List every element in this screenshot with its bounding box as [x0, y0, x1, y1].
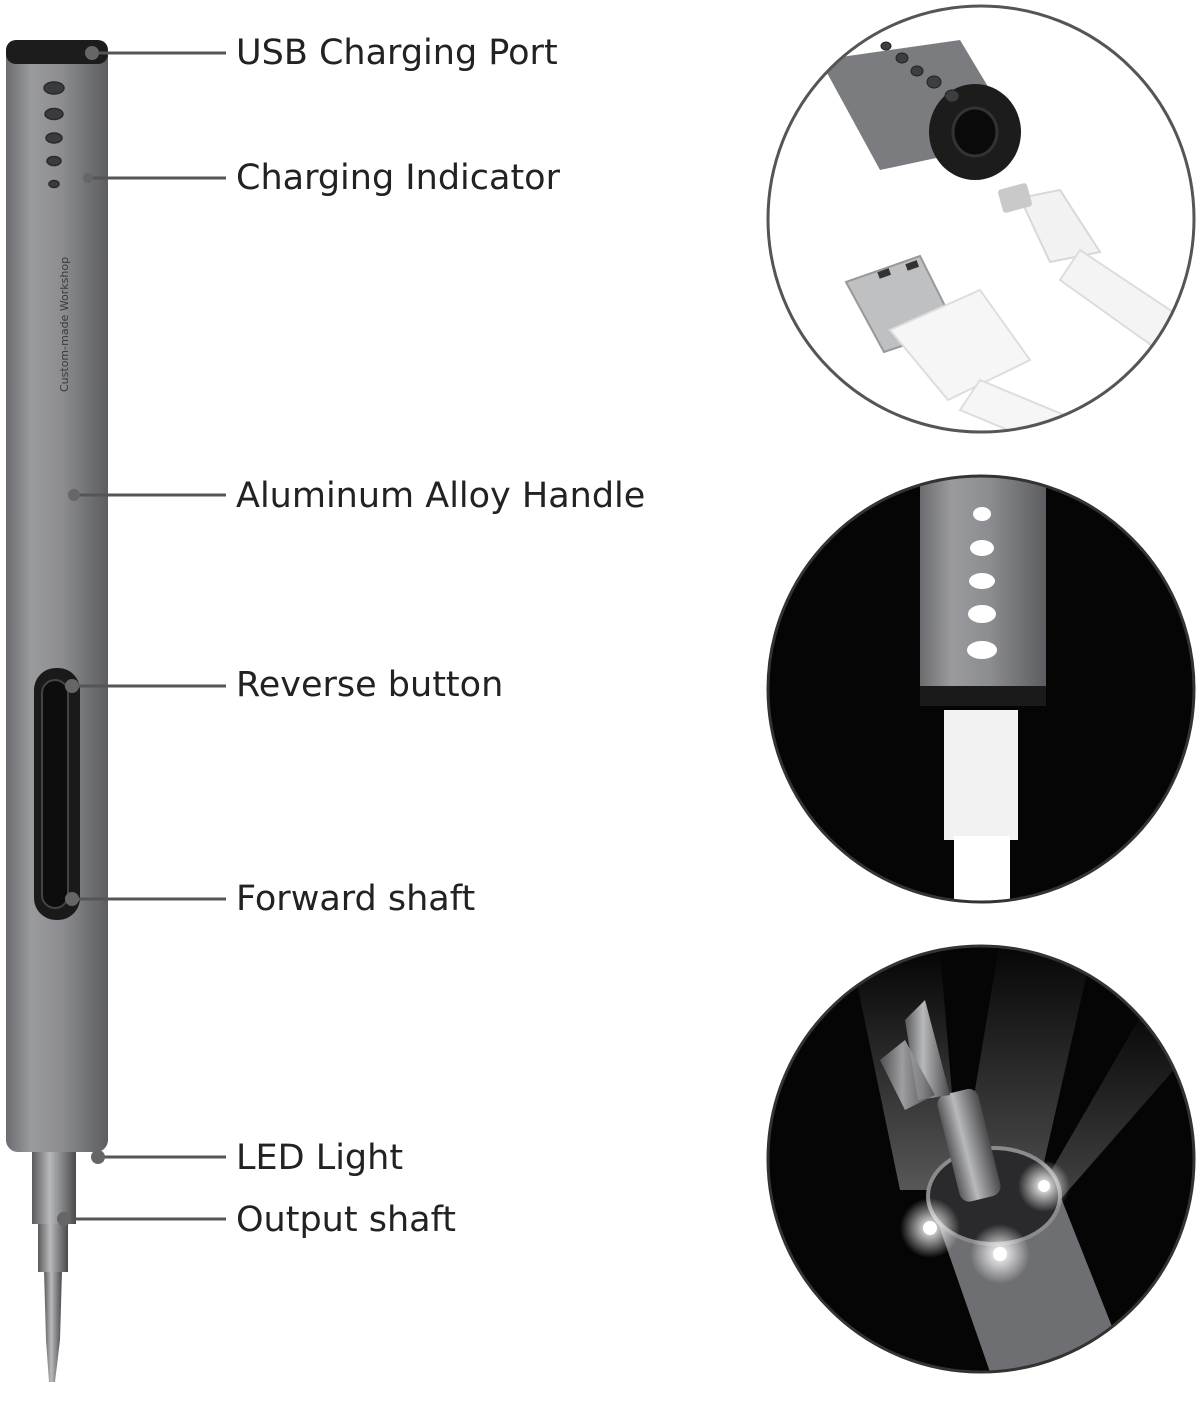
- engraving-text: Custom-made Workshop: [58, 257, 71, 392]
- label-led-light: LED Light: [236, 1138, 404, 1178]
- detail-led-light: [766, 944, 1196, 1374]
- chuck: [32, 1148, 76, 1224]
- label-output-shaft: Output shaft: [236, 1200, 456, 1240]
- label-charging-indicator: Charging Indicator: [236, 158, 560, 198]
- callout-lines: [64, 51, 226, 1221]
- indicator-dots: [43, 81, 65, 189]
- bit-tip: [44, 1270, 62, 1382]
- screwdriver: Custom-made Workshop: [6, 40, 108, 1382]
- label-reverse-button: Reverse button: [236, 665, 504, 705]
- output-collar: [38, 1220, 68, 1272]
- label-aluminum-alloy-handle: Aluminum Alloy Handle: [236, 476, 646, 516]
- handle-body: [6, 44, 108, 1152]
- label-forward-shaft: Forward shaft: [236, 879, 476, 919]
- switch-slot-inner: [41, 679, 69, 909]
- callout-dots: [57, 46, 105, 1226]
- detail-indicator-lit: [766, 474, 1196, 904]
- top-cap: [6, 40, 108, 64]
- detail-usb-cable: [766, 4, 1196, 434]
- label-usb-charging-port: USB Charging Port: [236, 33, 558, 73]
